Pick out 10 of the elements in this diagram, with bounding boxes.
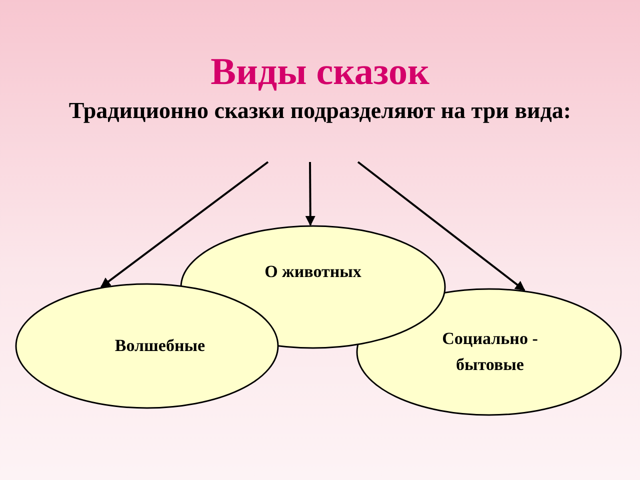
- oval-label: Волшебные: [114, 335, 206, 357]
- arrow: [100, 161, 269, 288]
- oval-label: О животных: [264, 261, 362, 283]
- category-oval: [356, 288, 622, 416]
- category-oval: [15, 283, 279, 409]
- title: Виды сказок: [210, 50, 430, 94]
- subtitle-text: Традиционно сказки подразделяют на три вида:: [60, 94, 580, 162]
- arrow: [357, 161, 526, 292]
- oval-label: Социально - бытовые: [441, 328, 539, 376]
- arrow: [305, 162, 316, 226]
